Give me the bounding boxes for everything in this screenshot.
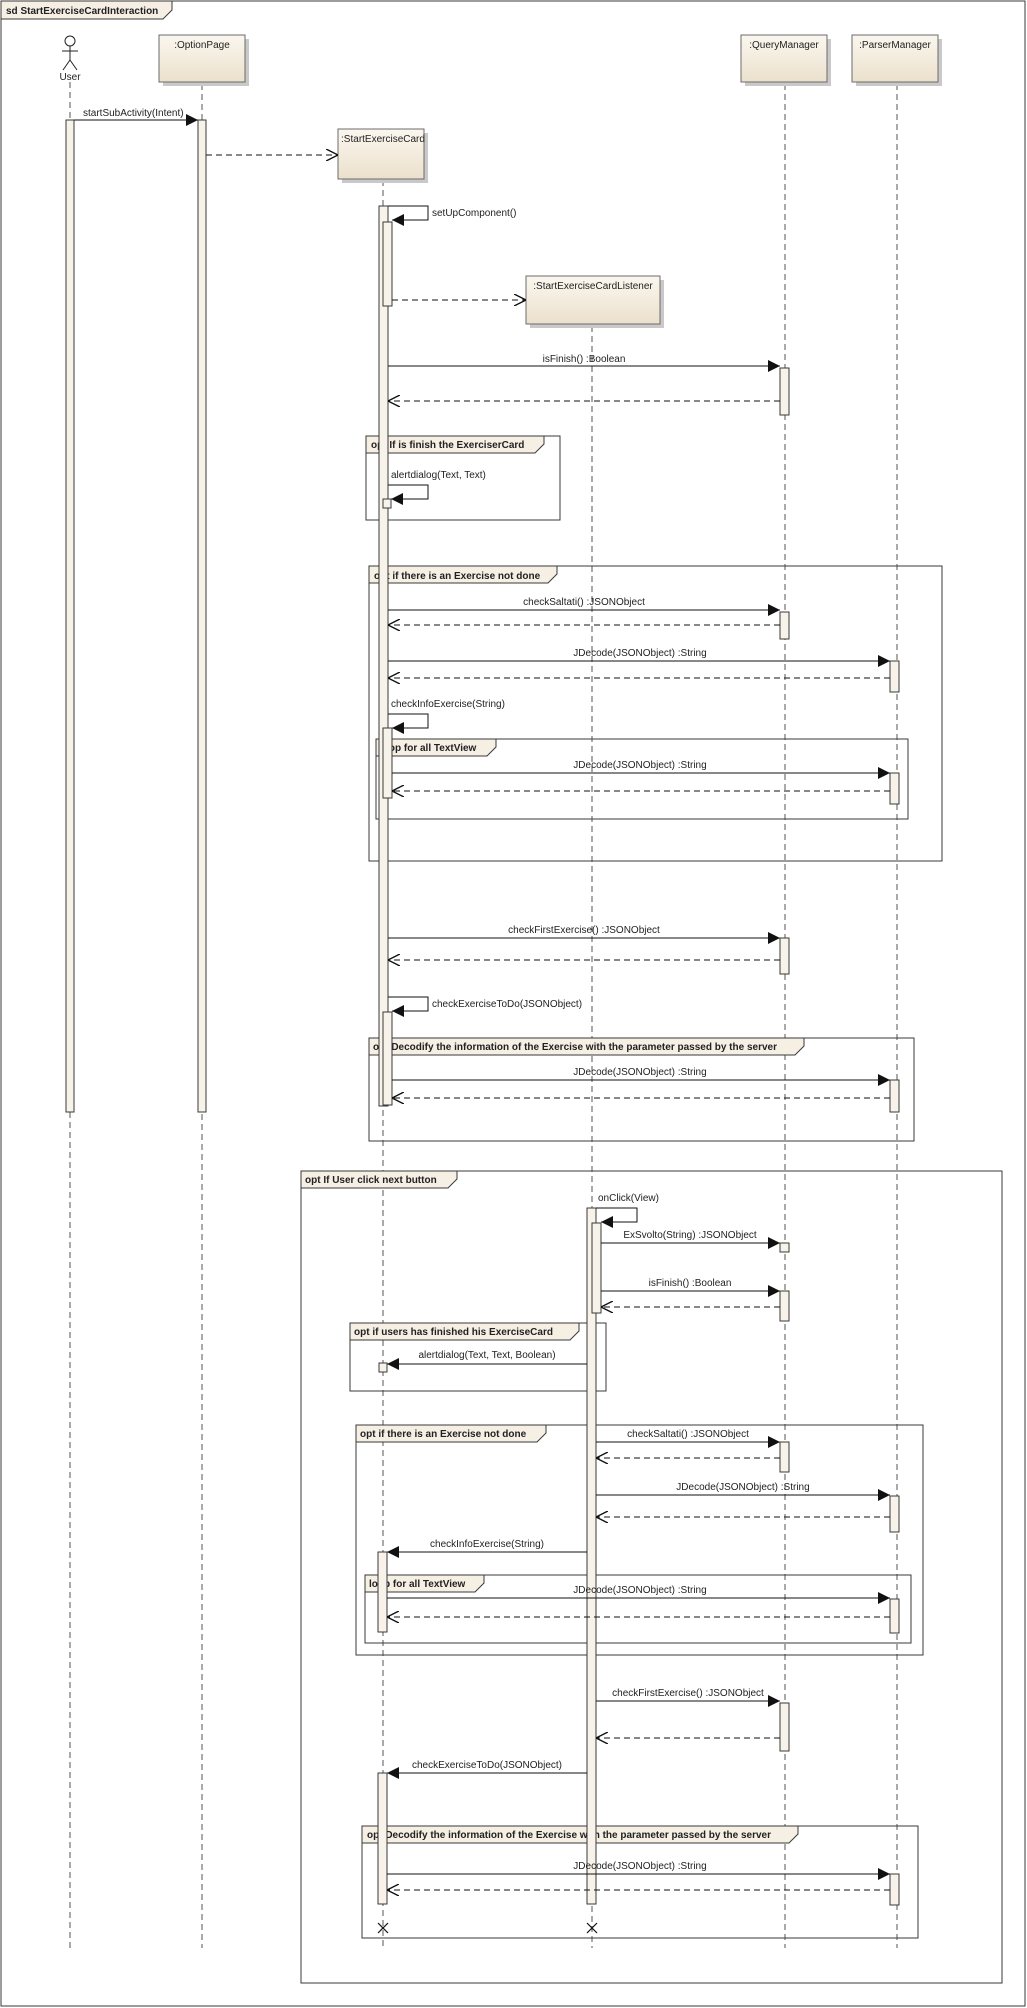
msg-jdecode-6-label: JDecode(JSONObject) :String — [573, 1861, 706, 1872]
msg-alert-dialog-1-label: alertdialog(Text, Text) — [391, 470, 486, 481]
msg-check-first-exercise-2-label: checkFirstExercise() :JSONObject — [612, 1688, 764, 1699]
activation-card-check-info-1 — [382, 727, 393, 799]
activation-query-2 — [779, 611, 790, 640]
activation-query-1 — [779, 367, 790, 416]
activation-card-todo-2 — [377, 1772, 388, 1905]
activation-parser-2 — [889, 772, 900, 805]
msg-on-click — [596, 1207, 638, 1228]
msg-check-info-exercise-1-label: checkInfoExercise(String) — [391, 699, 505, 710]
activation-query-5 — [779, 1290, 790, 1322]
fragment-opt-not-done-2: opt if there is an Exercise not done — [355, 1424, 924, 1656]
msg-check-saltati-1-label: checkSaltati() :JSONObject — [523, 597, 645, 608]
fragment-opt-not-done-2-label: opt if there is an Exercise not done — [360, 1429, 527, 1440]
activation-card-alert-1 — [382, 498, 392, 509]
participant-start-exercise-card: :StartExerciseCard — [337, 128, 428, 183]
fragment-opt-finish-label: opt If is finish the ExerciserCard — [371, 440, 524, 451]
msg-check-info-exercise-2-label: checkInfoExercise(String) — [430, 1539, 544, 1550]
participant-parser-manager: :ParserManager — [851, 34, 942, 86]
participant-option-page-label: :OptionPage — [174, 40, 230, 51]
activation-listener-onclick — [591, 1222, 602, 1314]
activation-parser-3 — [889, 1079, 900, 1113]
msg-set-up-component-label: setUpComponent() — [432, 208, 516, 219]
participant-listener-label: :StartExerciseCardListener — [533, 281, 653, 292]
msg-check-info-exercise-1 — [388, 713, 429, 734]
msg-alert-dialog-1 — [388, 484, 429, 505]
msg-check-saltati-2-label: checkSaltati() :JSONObject — [627, 1429, 749, 1440]
fragment-loop-textview-2-label: loop for all TextView — [369, 1579, 466, 1590]
destroy-mark-start-exercise-card — [377, 1922, 389, 1934]
activation-query-4 — [779, 1242, 790, 1253]
activation-listener-main — [586, 1207, 597, 1905]
msg-is-finish-2-label: isFinish() :Boolean — [649, 1278, 732, 1289]
fragment-opt-users-finished-label: opt if users has finished his ExerciseCa… — [354, 1327, 553, 1338]
fragment-opt-decodify-2-label: opt Decodify the information of the Exer… — [367, 1830, 771, 1841]
msg-jdecode-5-label: JDecode(JSONObject) :String — [573, 1585, 706, 1596]
activation-query-3 — [779, 937, 790, 975]
activation-card-main — [378, 205, 389, 1107]
msg-alert-dialog-2-label: alertdialog(Text, Text, Boolean) — [418, 1350, 555, 1361]
participant-listener: :StartExerciseCardListener — [525, 275, 664, 328]
msg-check-exercise-todo-1 — [388, 996, 429, 1017]
fragment-opt-decodify-2: opt Decodify the information of the Exer… — [361, 1825, 919, 1939]
msg-ex-svolto-label: ExSvolto(String) :JSONObject — [623, 1230, 757, 1241]
msg-check-exercise-todo-2-label: checkExerciseToDo(JSONObject) — [412, 1760, 562, 1771]
msg-on-click-label: onClick(View) — [598, 1193, 659, 1204]
activation-parser-6 — [889, 1873, 900, 1906]
msg-jdecode-1-label: JDecode(JSONObject) :String — [573, 648, 706, 659]
fragment-opt-users-finished: opt if users has finished his ExerciseCa… — [349, 1322, 607, 1392]
msg-set-up-component — [388, 205, 429, 226]
participant-start-exercise-card-label: :StartExerciseCard — [341, 134, 425, 145]
fragment-opt-not-done-1-label: opt if there is an Exercise not done — [374, 571, 541, 582]
fragment-opt-user-click-label: opt If User click next button — [305, 1175, 437, 1186]
destroy-mark-listener — [586, 1922, 598, 1934]
actor-user: User — [59, 35, 81, 83]
activation-card-check-info-2 — [377, 1551, 388, 1633]
msg-jdecode-4-label: JDecode(JSONObject) :String — [676, 1482, 809, 1493]
fragment-loop-textview-1-label: loop for all TextView — [380, 743, 477, 754]
participant-query-manager: :QueryManager — [740, 34, 831, 86]
msg-check-exercise-todo-1-label: checkExerciseToDo(JSONObject) — [432, 999, 582, 1010]
participant-parser-manager-label: :ParserManager — [859, 40, 931, 51]
activation-query-6 — [779, 1441, 790, 1473]
diagram-title: sd StartExerciseCardInteraction — [6, 6, 158, 17]
activation-card-setup — [382, 221, 393, 307]
fragment-opt-finish: opt If is finish the ExerciserCard — [365, 435, 561, 521]
fragment-loop-textview-2: loop for all TextView — [364, 1574, 912, 1644]
fragment-opt-user-click: opt If User click next button — [300, 1170, 1003, 1984]
msg-check-first-exercise-1-label: checkFirstExercise() :JSONObject — [508, 925, 660, 936]
msg-jdecode-3-label: JDecode(JSONObject) :String — [573, 1067, 706, 1078]
activation-option-page — [197, 119, 207, 1113]
activation-card-todo-1 — [382, 1011, 393, 1106]
fragment-opt-not-done-1: opt if there is an Exercise not done — [368, 565, 943, 862]
fragment-opt-decodify-1-label: opt Decodify the information of the Exer… — [373, 1042, 777, 1053]
msg-jdecode-2-label: JDecode(JSONObject) :String — [573, 760, 706, 771]
activation-parser-5 — [889, 1598, 900, 1634]
fragment-opt-decodify-1: opt Decodify the information of the Exer… — [368, 1037, 915, 1142]
activation-parser-1 — [889, 660, 900, 693]
msg-start-sub-activity-label: startSubActivity(Intent) — [83, 108, 184, 119]
activation-query-7 — [779, 1702, 790, 1752]
activation-parser-4 — [889, 1495, 900, 1533]
participant-option-page: :OptionPage — [158, 34, 249, 86]
fragment-loop-textview-1: loop for all TextView — [375, 738, 909, 820]
activation-user — [65, 119, 75, 1113]
msg-is-finish-1-label: isFinish() :Boolean — [543, 354, 626, 365]
activation-card-alert-2 — [378, 1362, 388, 1373]
actor-user-label: User — [59, 72, 81, 83]
diagram-title-tab — [0, 0, 173, 20]
participant-query-manager-label: :QueryManager — [749, 40, 819, 51]
